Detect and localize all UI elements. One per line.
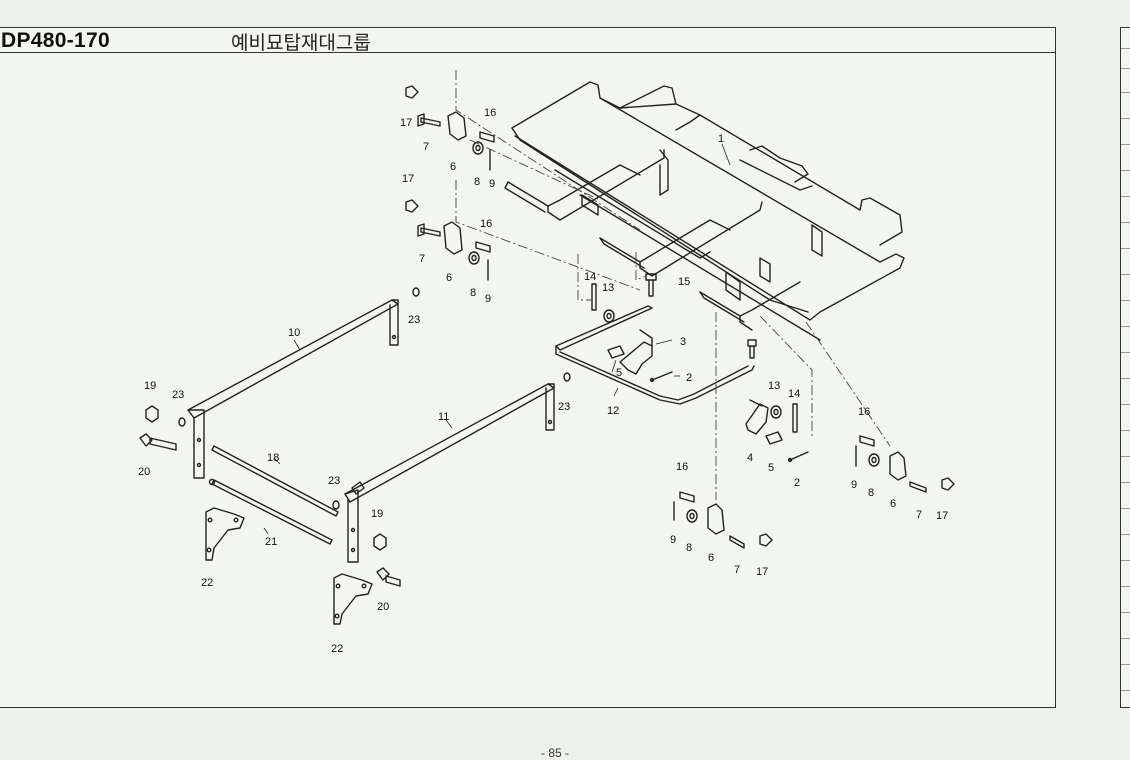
model-code: DP480-170 bbox=[1, 29, 110, 52]
hinge-part-4 bbox=[745, 399, 769, 435]
bolt-part-20-right bbox=[376, 567, 401, 587]
label-part-15: 15 bbox=[678, 276, 690, 288]
washer-part-13-a bbox=[603, 309, 615, 323]
label-part-7: 7 bbox=[423, 141, 429, 153]
pin-part-14-a bbox=[591, 283, 597, 311]
label-part-6: 6 bbox=[890, 498, 896, 510]
label-part-19: 19 bbox=[144, 380, 156, 392]
label-part-17: 17 bbox=[936, 510, 948, 522]
label-part-9: 9 bbox=[485, 293, 491, 305]
bolt-part-15-lower bbox=[747, 339, 757, 359]
hinge-assembly-bottom-center bbox=[673, 491, 773, 549]
pin-part-2-a bbox=[649, 371, 673, 383]
rod-part-21 bbox=[208, 478, 333, 545]
label-part-14: 14 bbox=[788, 388, 800, 400]
label-part-8: 8 bbox=[868, 487, 874, 499]
rail-part-11 bbox=[344, 383, 555, 563]
rod-part-18 bbox=[211, 445, 339, 517]
label-part-8: 8 bbox=[474, 176, 480, 188]
label-part-10: 10 bbox=[288, 327, 300, 339]
label-part-7: 7 bbox=[916, 509, 922, 521]
washer-part-13-b bbox=[770, 405, 782, 419]
label-part-23: 23 bbox=[408, 314, 420, 326]
label-part-23: 23 bbox=[328, 475, 340, 487]
label-part-9: 9 bbox=[489, 178, 495, 190]
label-part-18: 18 bbox=[267, 452, 279, 464]
label-part-7: 7 bbox=[734, 564, 740, 576]
pin-part-2-b bbox=[787, 451, 809, 463]
hinge-assembly-top bbox=[405, 85, 495, 171]
label-part-11: 11 bbox=[438, 411, 449, 423]
label-part-13: 13 bbox=[602, 282, 614, 294]
u-frame-part-12 bbox=[555, 305, 755, 405]
label-part-7: 7 bbox=[419, 253, 425, 265]
label-part-2: 2 bbox=[686, 372, 692, 384]
label-part-16: 16 bbox=[676, 461, 688, 473]
label-part-16: 16 bbox=[484, 107, 496, 119]
bracket-part-22-right bbox=[333, 573, 373, 625]
label-part-17: 17 bbox=[402, 173, 414, 185]
label-part-1: 1 bbox=[718, 133, 724, 145]
pad-part-5-a bbox=[607, 345, 625, 359]
label-part-16: 16 bbox=[480, 218, 492, 230]
label-part-22: 22 bbox=[331, 643, 343, 655]
group-title: 예비묘탑재대그룹 bbox=[231, 32, 371, 54]
label-part-16: 16 bbox=[858, 406, 870, 418]
part-labels: 1 2 2 3 4 5 5 6 6 6 6 7 7 7 7 8 8 8 8 9 … bbox=[138, 107, 948, 655]
label-part-6: 6 bbox=[450, 161, 456, 173]
nut-part-19-right bbox=[373, 533, 387, 551]
label-part-13: 13 bbox=[768, 380, 780, 392]
page-number: - 85 - bbox=[540, 746, 569, 760]
label-part-19: 19 bbox=[371, 508, 383, 520]
label-part-5: 5 bbox=[768, 462, 774, 474]
label-part-5: 5 bbox=[616, 367, 622, 379]
adjacent-page-frame bbox=[1120, 27, 1130, 708]
label-part-23: 23 bbox=[558, 401, 570, 413]
pad-part-5-b bbox=[765, 431, 783, 445]
header-row: DP480-170 예비묘탑재대그룹 bbox=[0, 28, 1055, 54]
label-part-8: 8 bbox=[470, 287, 476, 299]
collar-part-23-c bbox=[563, 372, 571, 382]
label-part-6: 6 bbox=[446, 272, 452, 284]
label-part-23: 23 bbox=[172, 389, 184, 401]
collar-part-23-a bbox=[412, 287, 420, 297]
pin-part-14-b bbox=[792, 403, 798, 433]
label-part-9: 9 bbox=[851, 479, 857, 491]
label-part-20: 20 bbox=[377, 601, 389, 613]
label-part-17: 17 bbox=[400, 117, 412, 129]
rail-part-10 bbox=[187, 299, 399, 479]
hinge-part-3 bbox=[619, 329, 653, 375]
nut-part-19-left bbox=[145, 405, 159, 423]
label-part-8: 8 bbox=[686, 542, 692, 554]
label-part-21: 21 bbox=[265, 536, 277, 548]
wire-tray-part-1 bbox=[504, 81, 905, 341]
bolt-part-20-left bbox=[139, 433, 177, 451]
label-part-4: 4 bbox=[747, 452, 753, 464]
label-part-20: 20 bbox=[138, 466, 150, 478]
label-part-3: 3 bbox=[680, 336, 686, 348]
label-part-12: 12 bbox=[607, 405, 619, 417]
bolt-part-15 bbox=[645, 273, 657, 297]
bracket-part-22-left bbox=[205, 507, 245, 561]
page-frame: DP480-170 예비묘탑재대그룹 bbox=[0, 27, 1056, 708]
collar-part-23-b bbox=[178, 417, 186, 427]
exploded-parts-diagram: 1 2 2 3 4 5 5 6 6 6 6 7 7 7 7 8 8 8 8 9 … bbox=[138, 70, 955, 655]
label-part-6: 6 bbox=[708, 552, 714, 564]
label-part-14: 14 bbox=[584, 271, 596, 283]
label-part-9: 9 bbox=[670, 534, 676, 546]
label-part-22: 22 bbox=[201, 577, 213, 589]
label-part-2: 2 bbox=[794, 477, 800, 489]
hinge-assembly-right bbox=[855, 435, 955, 493]
label-part-17: 17 bbox=[756, 566, 768, 578]
collar-part-23-d bbox=[332, 500, 340, 510]
hinge-assembly-mid bbox=[405, 199, 491, 281]
